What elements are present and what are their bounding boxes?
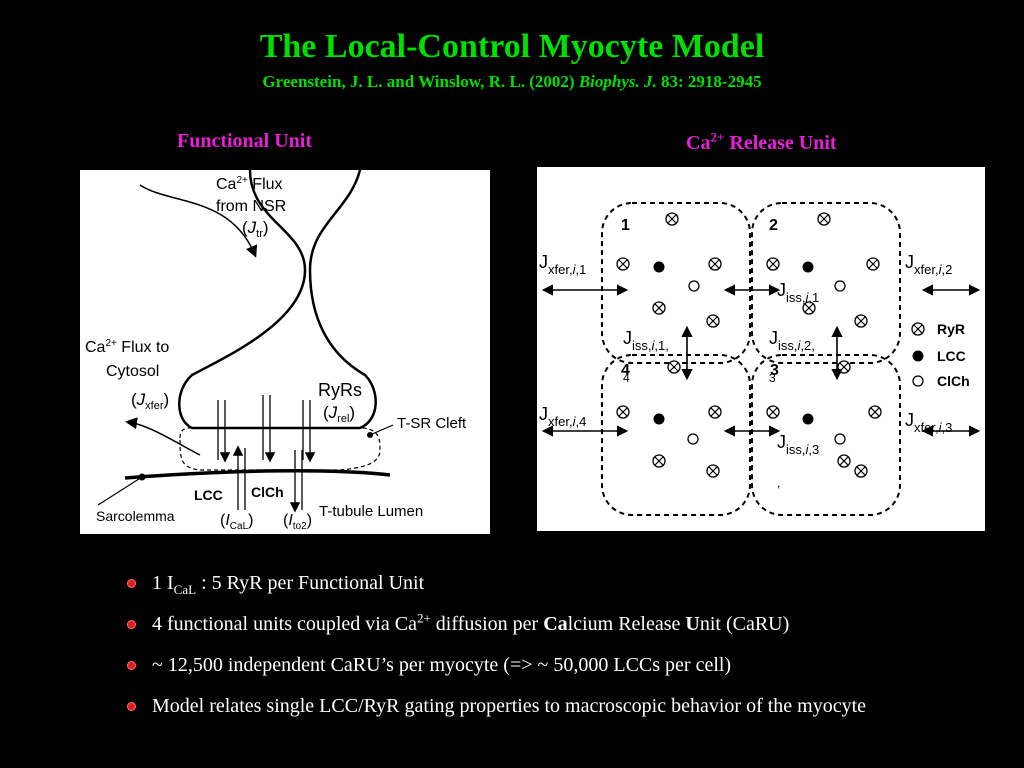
bullet-list: 1 ICaL : 5 RyR per Functional Unit 4 fun… [128,568,988,732]
lcc-clch-channels [232,445,303,513]
citation-ref: 83: 2918-2945 [656,72,762,91]
bullet-marker-icon [128,703,135,710]
jiss3-label: Jiss,i,3 [777,432,819,457]
jiss3-extra: , [777,476,780,490]
bullet-marker-icon [128,662,135,669]
release-unit-heading: Ca2+ Release Unit [686,129,837,154]
cytosol-flux-label: Ca2+ Flux to [85,338,169,356]
jxfer-label: (Jxfer) [131,390,169,412]
sarcolemma-line [124,468,391,480]
jiss2-extra: 3 [769,371,776,385]
unit-number-4: 4 [621,362,630,379]
bullet-marker-icon [128,580,135,587]
release-unit-svg: 1 2 3 4 Jxfer,i,1 Jxfer,i,2 Jxfer,i,4 Jx… [539,202,981,516]
jsr-outline [178,169,377,430]
release-unit-diagram: 1 2 3 4 Jxfer,i,1 Jxfer,i,2 Jxfer,i,4 Jx… [537,167,985,531]
ttubule-label: T-tubule Lumen [319,503,423,520]
bullet-marker-icon [128,621,135,628]
bullet-2: 4 functional units coupled via Ca2+ diff… [128,609,988,639]
legend-ryr: RyR [937,321,965,337]
citation-authors: Greenstein, J. L. and Winslow, R. L. (20… [262,72,579,91]
legend-clch: ClCh [937,373,970,389]
clch-label: ClCh [251,484,284,500]
jtr-label: (Jtr) [242,218,269,240]
jiss14-extra: 4 [623,371,630,385]
sarcolemma-label: Sarcolemma [96,508,175,524]
jxfer4-label: Jxfer,i,4 [539,404,586,429]
citation: Greenstein, J. L. and Winslow, R. L. (20… [0,72,1024,92]
ryr-channels [217,395,316,463]
functional-unit-heading: Functional Unit [177,130,313,152]
legend-lcc: LCC [937,348,966,364]
nsr-flux-label: Ca2+ Flux [216,175,283,193]
nsr-flux-label-2: from NSR [216,198,286,215]
jxfer1-label: Jxfer,i,1 [539,252,586,277]
unit-number-2: 2 [769,217,778,234]
bullet-4: Model relates single LCC/RyR gating prop… [128,691,988,721]
jiss14-label: Jiss,i,1, [623,328,669,353]
functional-unit-diagram: Ca2+ Flux from NSR (Jtr) Ca2+ Flux to Cy… [80,169,490,534]
lcc-label: LCC [194,487,223,503]
bullet-1: 1 ICaL : 5 RyR per Functional Unit [128,568,988,598]
slide-title: The Local-Control Myocyte Model [259,28,765,65]
ryrs-label: RyRs [318,380,362,400]
t-sr-cleft [179,427,381,471]
ical-label: (ICaL) [220,512,253,532]
nsr-flux-arrow [139,184,258,258]
bullet-3: ~ 12,500 independent CaRU’s per myocyte … [128,650,988,680]
unit-number-1: 1 [621,217,630,234]
jrel-label: (Jrel) [323,403,355,425]
legend: RyR LCC ClCh [911,321,970,389]
tsr-cleft-label: T-SR Cleft [397,415,467,432]
citation-journal: Biophys. J. [578,72,657,91]
ito2-label: (Ito2) [283,512,312,532]
jiss2-label: Jiss,i,2, [769,328,815,353]
cytosol-flux-label-2: Cytosol [106,363,159,380]
unit-number-3: 3 [770,362,779,379]
jxfer3-label: Jxfer,i,3 [905,410,952,435]
functional-unit-svg: Ca2+ Flux from NSR (Jtr) Ca2+ Flux to Cy… [85,169,467,532]
jiss1-label: Jiss,i,1 [777,280,819,305]
cytosol-flux-arrow [125,417,201,456]
jxfer2-label: Jxfer,i,2 [905,252,952,277]
